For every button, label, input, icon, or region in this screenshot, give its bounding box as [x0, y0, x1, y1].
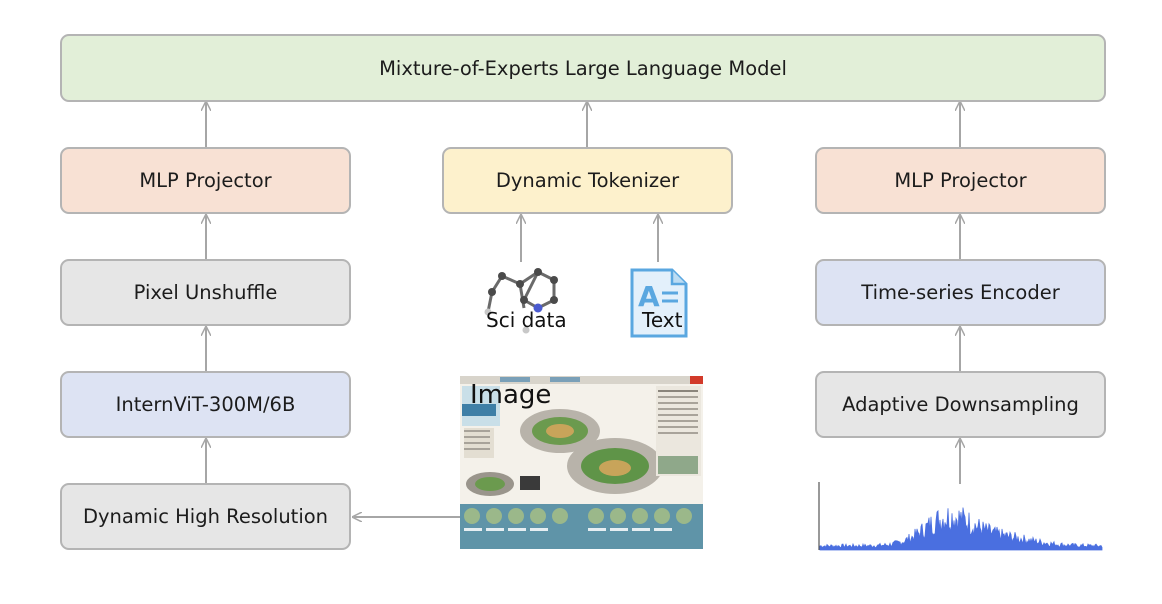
dynamic-tokenizer: Dynamic Tokenizer: [442, 147, 733, 214]
image-thumbnail: [460, 376, 703, 549]
adaptive-downsampling-label: Adaptive Downsampling: [842, 393, 1079, 416]
text-document-icon: A: [630, 268, 688, 338]
left-mlp-projector: MLP Projector: [60, 147, 351, 214]
time-series-encoder-label: Time-series Encoder: [861, 281, 1060, 304]
time-series-signal: [818, 482, 1103, 551]
dynamic-high-resolution: Dynamic High Resolution: [60, 483, 351, 550]
internvit-label: InternViT-300M/6B: [115, 393, 296, 416]
text-label: Text: [642, 308, 683, 332]
right-mlp-projector: MLP Projector: [815, 147, 1106, 214]
infographic-picture: [460, 376, 703, 549]
llm-label: Mixture-of-Experts Large Language Model: [379, 56, 787, 80]
internvit-box: InternViT-300M/6B: [60, 371, 351, 438]
llm-box: Mixture-of-Experts Large Language Model: [60, 34, 1106, 102]
image-label: Image: [470, 380, 552, 410]
svg-text:A: A: [638, 280, 660, 313]
sci-data-label: Sci data: [486, 308, 567, 332]
dynamic-tokenizer-label: Dynamic Tokenizer: [495, 169, 680, 192]
molecule-icon: [484, 268, 558, 334]
left-mlp-projector-label: MLP Projector: [139, 169, 272, 192]
adaptive-downsampling: Adaptive Downsampling: [815, 371, 1106, 438]
pixel-unshuffle-label: Pixel Unshuffle: [133, 281, 278, 304]
right-mlp-projector-label: MLP Projector: [894, 169, 1027, 192]
dynamic-high-resolution-label: Dynamic High Resolution: [82, 505, 329, 528]
time-series-encoder: Time-series Encoder: [815, 259, 1106, 326]
pixel-unshuffle: Pixel Unshuffle: [60, 259, 351, 326]
